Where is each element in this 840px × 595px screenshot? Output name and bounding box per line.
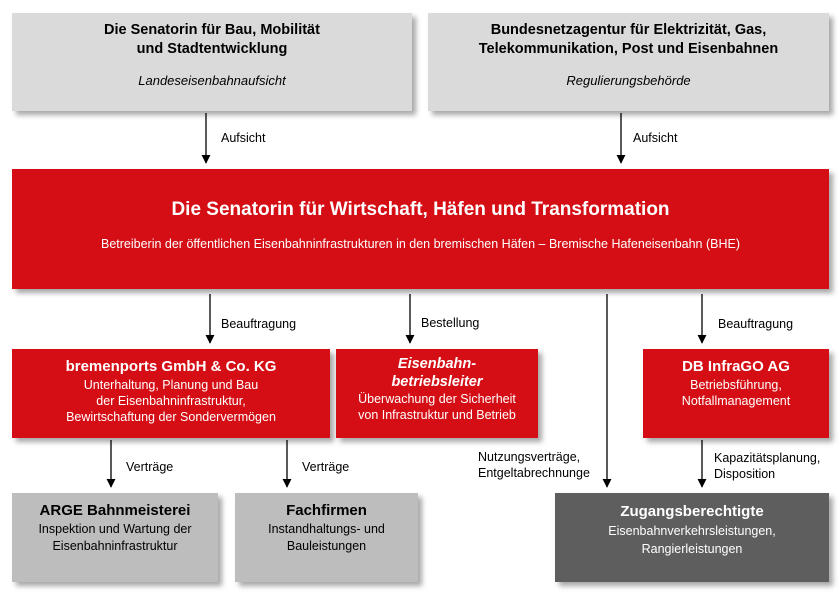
box-arge-bahnmeisterei-title: ARGE Bahnmeisterei — [39, 502, 191, 519]
box-bundesnetzagentur: Bundesnetzagentur für Elektrizität, Gas,… — [428, 13, 829, 111]
box-bundesnetzagentur-title: Bundesnetzagentur für Elektrizität, Gas,… — [478, 22, 779, 57]
label-kapazitaetsplanung: Kapazitätsplanung, Disposition — [714, 451, 821, 481]
box-senatorin-wirtschaft-title: Die Senatorin für Wirtschaft, Häfen und … — [171, 199, 670, 220]
label-vertraege-1: Verträge — [126, 460, 174, 474]
box-bremenports-body: Unterhaltung, Planung und Bau der Eisenb… — [66, 378, 276, 424]
box-senatorin-bau-subtitle: Landeseisenbahnaufsicht — [138, 73, 286, 88]
box-bremenports: bremenports GmbH & Co. KG Unterhaltung, … — [12, 349, 330, 438]
box-fachfirmen-body: Instandhaltungs- und Bauleistungen — [268, 522, 385, 553]
box-arge-bahnmeisterei: ARGE Bahnmeisterei Inspektion und Wartun… — [12, 493, 218, 582]
box-zugangsberechtigte-body: Eisenbahnverkehrsleistungen, Rangierleis… — [608, 524, 776, 556]
label-aufsicht-right: Aufsicht — [633, 131, 678, 145]
box-eisenbahnbetriebsleiter-body: Überwachung der Sicherheit von Infrastru… — [358, 392, 516, 422]
label-bestellung: Bestellung — [421, 316, 480, 330]
box-arge-bahnmeisterei-body: Inspektion und Wartung der Eisenbahninfr… — [38, 522, 192, 553]
box-db-infrago: DB InfraGO AG Betriebsführung, Notfallma… — [643, 349, 829, 438]
box-eisenbahnbetriebsleiter: Eisenbahn- betriebsleiter Überwachung de… — [336, 349, 538, 438]
label-nutzungsvertraege: Nutzungsverträge, Entgeltabrechnunge — [478, 450, 590, 480]
box-zugangsberechtigte-title: Zugangsberechtigte — [620, 503, 764, 520]
box-db-infrago-title: DB InfraGO AG — [682, 358, 790, 375]
label-vertraege-2: Verträge — [302, 460, 350, 474]
box-bremenports-title: bremenports GmbH & Co. KG — [65, 358, 277, 375]
box-senatorin-bau: Die Senatorin für Bau, Mobilität und Sta… — [12, 13, 412, 111]
label-aufsicht-left: Aufsicht — [221, 131, 266, 145]
box-senatorin-wirtschaft-subtitle: Betreiberin der öffentlichen Eisenbahnin… — [100, 237, 741, 251]
label-beauftragung-left: Beauftragung — [221, 317, 297, 331]
box-zugangsberechtigte: Zugangsberechtigte Eisenbahnverkehrsleis… — [555, 493, 829, 582]
box-senatorin-wirtschaft: Die Senatorin für Wirtschaft, Häfen und … — [12, 169, 829, 289]
label-beauftragung-right: Beauftragung — [718, 317, 794, 331]
box-senatorin-bau-title: Die Senatorin für Bau, Mobilität und Sta… — [104, 22, 320, 57]
box-eisenbahnbetriebsleiter-title: Eisenbahn- betriebsleiter — [391, 356, 483, 390]
box-bundesnetzagentur-subtitle: Regulierungsbehörde — [566, 73, 691, 88]
box-fachfirmen: Fachfirmen Instandhaltungs- und Bauleist… — [235, 493, 418, 582]
box-fachfirmen-title: Fachfirmen — [286, 502, 367, 519]
box-db-infrago-body: Betriebsführung, Notfallmanagement — [681, 378, 791, 408]
